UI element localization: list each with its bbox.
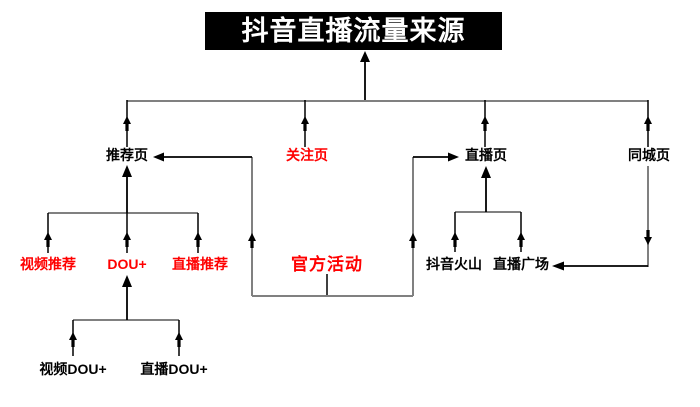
bold-up-arrow: [517, 232, 525, 247]
bold-up-arrow: [409, 233, 417, 248]
node-zhiboye: 直播页: [465, 147, 507, 163]
bold-up-arrow: [194, 232, 202, 247]
bold-up-arrow: [451, 232, 459, 247]
branch-stems: [47, 100, 649, 356]
arrowhead-left-into-zhiboguangchang: [552, 261, 564, 271]
bold-up-arrow: [44, 232, 52, 247]
bold-up-arrow: [123, 116, 131, 131]
arrowhead-left-into-tuijianye: [153, 152, 164, 162]
node-tongchengye: 同城页: [628, 147, 670, 163]
bold-up-arrow: [644, 116, 652, 131]
bold-up-arrow: [69, 332, 77, 347]
bold-down-arrow: [644, 230, 652, 245]
arrowhead-to-tuijianye: [122, 165, 132, 177]
node-zhiboguangchang: 直播广场: [493, 256, 549, 272]
arrowhead-right-into-zhiboye: [448, 152, 459, 162]
node-douyinhuoshan: 抖音火山: [426, 256, 482, 272]
arrowheads-triangle: [122, 51, 564, 287]
node-guanzhuye: 关注页: [286, 147, 328, 163]
diagram-title: 抖音直播流量来源: [205, 12, 502, 50]
node-zhibotuijian: 直播推荐: [172, 256, 228, 272]
main-arrows: [126, 61, 648, 320]
bold-up-arrow: [248, 233, 256, 248]
node-shipindouplus: 视频DOU+: [39, 361, 107, 377]
node-guanfanghuodong: 官方活动: [291, 255, 363, 274]
node-shipintuijian: 视频推荐: [20, 256, 76, 272]
node-zhibodouplus: 直播DOU+: [140, 361, 208, 377]
bold-up-arrow: [481, 116, 489, 131]
bold-up-arrow: [123, 232, 131, 247]
node-tuijianye: 推荐页: [106, 147, 148, 163]
node-douplus: DOU+: [107, 256, 147, 272]
gray-connectors: [48, 100, 649, 321]
arrowhead-to-title: [360, 51, 370, 62]
bold-up-arrow: [301, 116, 309, 131]
bold-up-arrow: [175, 332, 183, 347]
arrowhead-to-douplus: [122, 275, 132, 287]
arrowhead-to-zhiboye: [481, 166, 491, 178]
